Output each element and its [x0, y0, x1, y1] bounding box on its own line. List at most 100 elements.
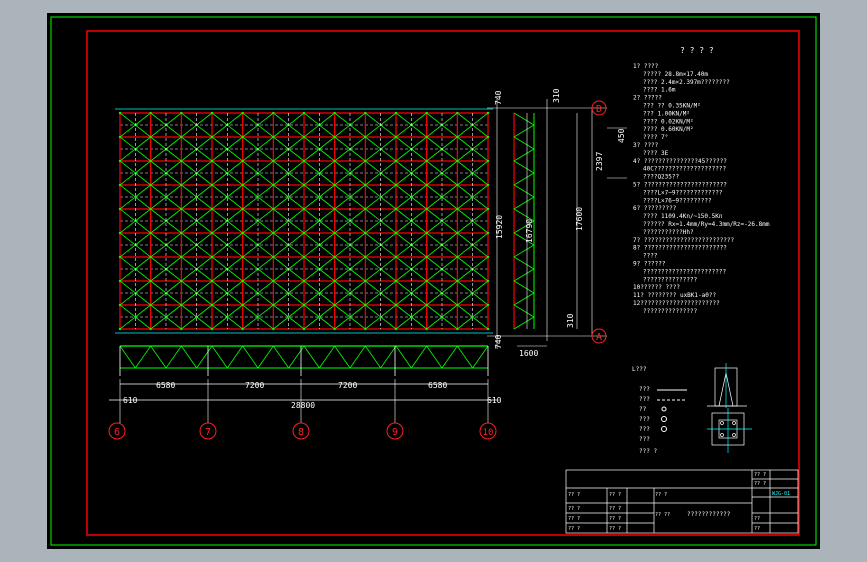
dim-text: 7200	[245, 381, 264, 390]
tb-right-label: ??	[754, 526, 760, 532]
node	[149, 183, 152, 187]
side-web	[513, 280, 535, 294]
node	[118, 327, 122, 331]
node	[364, 231, 367, 235]
space-truss-plan	[115, 108, 493, 334]
side-web	[513, 124, 535, 138]
node	[394, 183, 398, 187]
tb-label: ?? ?	[609, 492, 621, 498]
node	[364, 207, 367, 211]
node	[486, 303, 490, 307]
node	[302, 279, 306, 283]
note-line: 40C????????????????????	[643, 166, 726, 173]
node	[364, 255, 367, 259]
title-block	[565, 469, 799, 534]
elevation-web	[395, 345, 412, 369]
side-web	[513, 292, 535, 306]
note-line: ????? 28.8m×17.40m	[643, 71, 708, 78]
dim-text: 610	[487, 396, 502, 405]
side-web	[513, 196, 535, 210]
note-line: ??? ?? 0.35KN/M²	[643, 103, 701, 110]
axis-bubble-8: 8	[292, 422, 310, 440]
note-line: ??? 1.00KN/M²	[643, 110, 690, 117]
node	[180, 159, 183, 163]
note-line: ???????????????????????	[643, 268, 726, 275]
node	[272, 183, 275, 187]
node	[394, 255, 398, 259]
tb-project: ????????????	[687, 511, 731, 518]
node	[456, 159, 459, 163]
note-line: ???? 7°	[643, 134, 668, 141]
dim-text: 7200	[338, 381, 357, 390]
design-notes: 1? ????????? 28.8m×17.40m???? 2.4m×2.397…	[633, 63, 770, 315]
node	[425, 207, 428, 211]
node	[456, 279, 459, 283]
dim-text: 610	[123, 396, 138, 405]
note-line: 4? ???????????????45??????	[633, 158, 727, 165]
elevation-web	[288, 345, 305, 369]
tb-stage: ?? ??	[655, 512, 670, 518]
node	[241, 135, 244, 139]
side-web	[513, 256, 535, 270]
note-line: 1? ????	[633, 63, 659, 70]
node	[394, 159, 398, 163]
axis-bubble-A: A	[591, 328, 607, 344]
node	[118, 111, 122, 115]
node	[456, 255, 459, 259]
node	[425, 183, 428, 187]
elevation-web	[242, 345, 259, 369]
node	[149, 255, 152, 259]
node	[210, 279, 214, 283]
tb-label: ?? ?	[568, 506, 580, 512]
node	[425, 303, 428, 307]
elevation-web	[334, 345, 351, 369]
node	[364, 159, 367, 163]
elevation-web	[211, 345, 228, 369]
node	[272, 279, 275, 283]
node	[241, 207, 244, 211]
node	[425, 231, 428, 235]
note-line: ???????????????	[643, 276, 698, 283]
dim-text: 740	[494, 334, 503, 349]
elevation-web	[135, 345, 151, 369]
legend: L??? ??? ??? ?? ??? ??? ??? ??? ?	[632, 366, 687, 455]
note-line: ????L×7~9?????????????	[643, 189, 723, 196]
node	[486, 111, 490, 115]
node	[425, 279, 428, 283]
node	[118, 159, 122, 163]
tb-drawing-no: WJG-01	[772, 491, 790, 497]
elevation-web	[257, 345, 274, 369]
elevation-web	[441, 345, 458, 369]
drawing-canvas[interactable]: 6 7 8 9 10 D A	[47, 13, 820, 549]
node	[302, 135, 306, 139]
legend-item: ??	[639, 406, 647, 413]
node	[394, 135, 398, 139]
node	[364, 135, 367, 139]
side-web	[513, 112, 535, 126]
elevation-web	[196, 345, 213, 369]
node	[456, 327, 459, 331]
axis-label: 8	[298, 427, 304, 438]
node	[333, 327, 336, 331]
axis-label: A	[596, 332, 602, 343]
elevation-web	[273, 345, 289, 369]
node	[302, 303, 306, 307]
elevation-web	[227, 345, 243, 369]
node	[394, 327, 398, 331]
note-line: 11? ???????? uxBK1-a0??	[633, 292, 716, 299]
elevation-web	[181, 345, 197, 369]
dim-text: 740	[494, 90, 503, 105]
diagonal-member	[273, 184, 305, 210]
note-line: 8? ???????????????????????	[633, 245, 727, 252]
diagonal-member	[273, 304, 305, 330]
node	[364, 303, 367, 307]
side-web	[513, 184, 535, 198]
tb-right-label: ?? ?	[754, 481, 766, 487]
dim-text: 17600	[575, 207, 584, 231]
note-line: 12??????????????????????	[633, 300, 720, 307]
support-detail	[707, 363, 752, 453]
node	[241, 303, 244, 307]
node	[456, 183, 459, 187]
side-web	[513, 232, 535, 246]
